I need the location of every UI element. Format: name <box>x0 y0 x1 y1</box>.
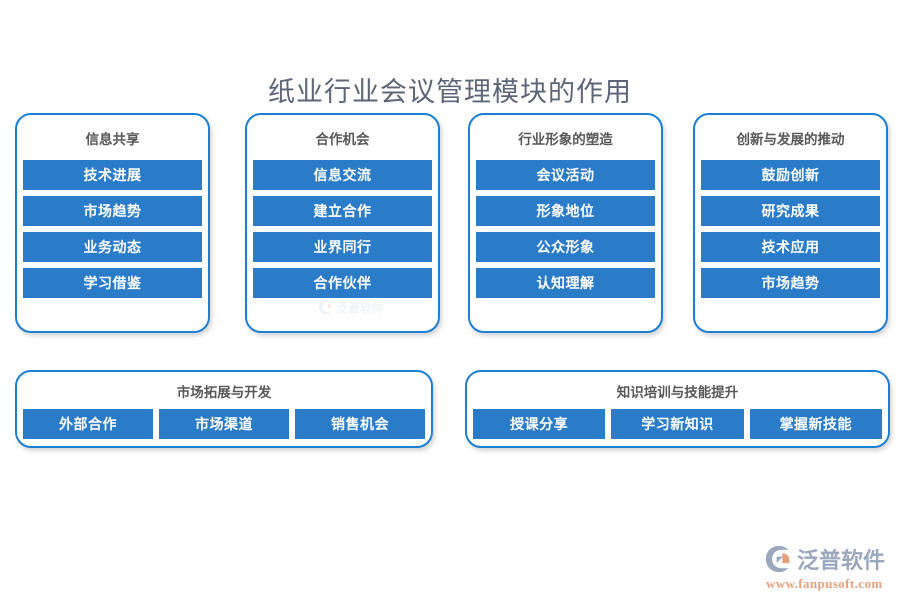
list-item[interactable]: 市场趋势 <box>23 196 202 226</box>
logo-url: www.fanpusoft.com <box>766 576 883 591</box>
list-item[interactable]: 建立合作 <box>253 196 432 226</box>
category-panel-innovation-development: 创新与发展的推动 鼓励创新 研究成果 技术应用 市场趋势 <box>693 113 888 333</box>
panel-item-list: 授课分享 学习新知识 掌握新技能 <box>467 409 888 439</box>
list-item[interactable]: 技术进展 <box>23 160 202 190</box>
category-panel-information-sharing: 信息共享 技术进展 市场趋势 业务动态 学习借鉴 <box>15 113 210 333</box>
list-item[interactable]: 鼓励创新 <box>701 160 880 190</box>
logo-row: 泛普软件 <box>764 543 892 575</box>
fanpu-logo-icon <box>765 545 790 573</box>
list-item[interactable]: 学习借鉴 <box>23 268 202 298</box>
list-item[interactable]: 外部合作 <box>23 409 153 439</box>
list-item[interactable]: 形象地位 <box>476 196 655 226</box>
page-title: 纸业行业会议管理模块的作用 <box>268 77 632 107</box>
list-item[interactable]: 合作伙伴 <box>253 268 432 298</box>
list-item[interactable]: 业务动态 <box>23 232 202 262</box>
list-item[interactable]: 销售机会 <box>295 409 425 439</box>
logo-wordmark: 泛普软件 <box>797 549 886 574</box>
panel-item-list: 鼓励创新 研究成果 技术应用 市场趋势 <box>695 160 886 298</box>
panel-header: 信息共享 <box>85 132 140 147</box>
list-item[interactable]: 授课分享 <box>473 409 606 439</box>
list-item[interactable]: 掌握新技能 <box>749 409 882 439</box>
list-item[interactable]: 研究成果 <box>701 196 880 226</box>
panel-header: 市场拓展与开发 <box>176 385 272 400</box>
list-item[interactable]: 业界同行 <box>253 232 432 262</box>
panel-item-list: 会议活动 形象地位 公众形象 认知理解 <box>470 160 661 298</box>
list-item[interactable]: 市场渠道 <box>159 409 289 439</box>
list-item[interactable]: 公众形象 <box>476 232 655 262</box>
list-item[interactable]: 技术应用 <box>701 232 880 262</box>
list-item[interactable]: 会议活动 <box>476 160 655 190</box>
list-item[interactable]: 学习新知识 <box>611 409 744 439</box>
panel-header: 知识培训与技能提升 <box>616 385 739 400</box>
category-panel-cooperation-opportunity: 合作机会 信息交流 建立合作 业界同行 合作伙伴 <box>245 113 440 333</box>
panel-item-list: 技术进展 市场趋势 业务动态 学习借鉴 <box>17 160 208 298</box>
category-panel-market-expansion: 市场拓展与开发 外部合作 市场渠道 销售机会 <box>15 370 433 448</box>
list-item[interactable]: 认知理解 <box>476 268 655 298</box>
panel-header: 合作机会 <box>315 132 370 147</box>
list-item[interactable]: 信息交流 <box>253 160 432 190</box>
category-panel-knowledge-training: 知识培训与技能提升 授课分享 学习新知识 掌握新技能 <box>465 370 890 448</box>
category-panel-industry-image: 行业形象的塑造 会议活动 形象地位 公众形象 认知理解 <box>468 113 663 333</box>
panel-item-list: 信息交流 建立合作 业界同行 合作伙伴 <box>247 160 438 298</box>
brand-logo: 泛普软件 www.fanpusoft.com <box>764 543 892 591</box>
list-item[interactable]: 市场趋势 <box>701 268 880 298</box>
panel-header: 行业形象的塑造 <box>518 132 613 147</box>
panel-item-list: 外部合作 市场渠道 销售机会 <box>17 409 431 439</box>
panel-header: 创新与发展的推动 <box>736 132 845 147</box>
